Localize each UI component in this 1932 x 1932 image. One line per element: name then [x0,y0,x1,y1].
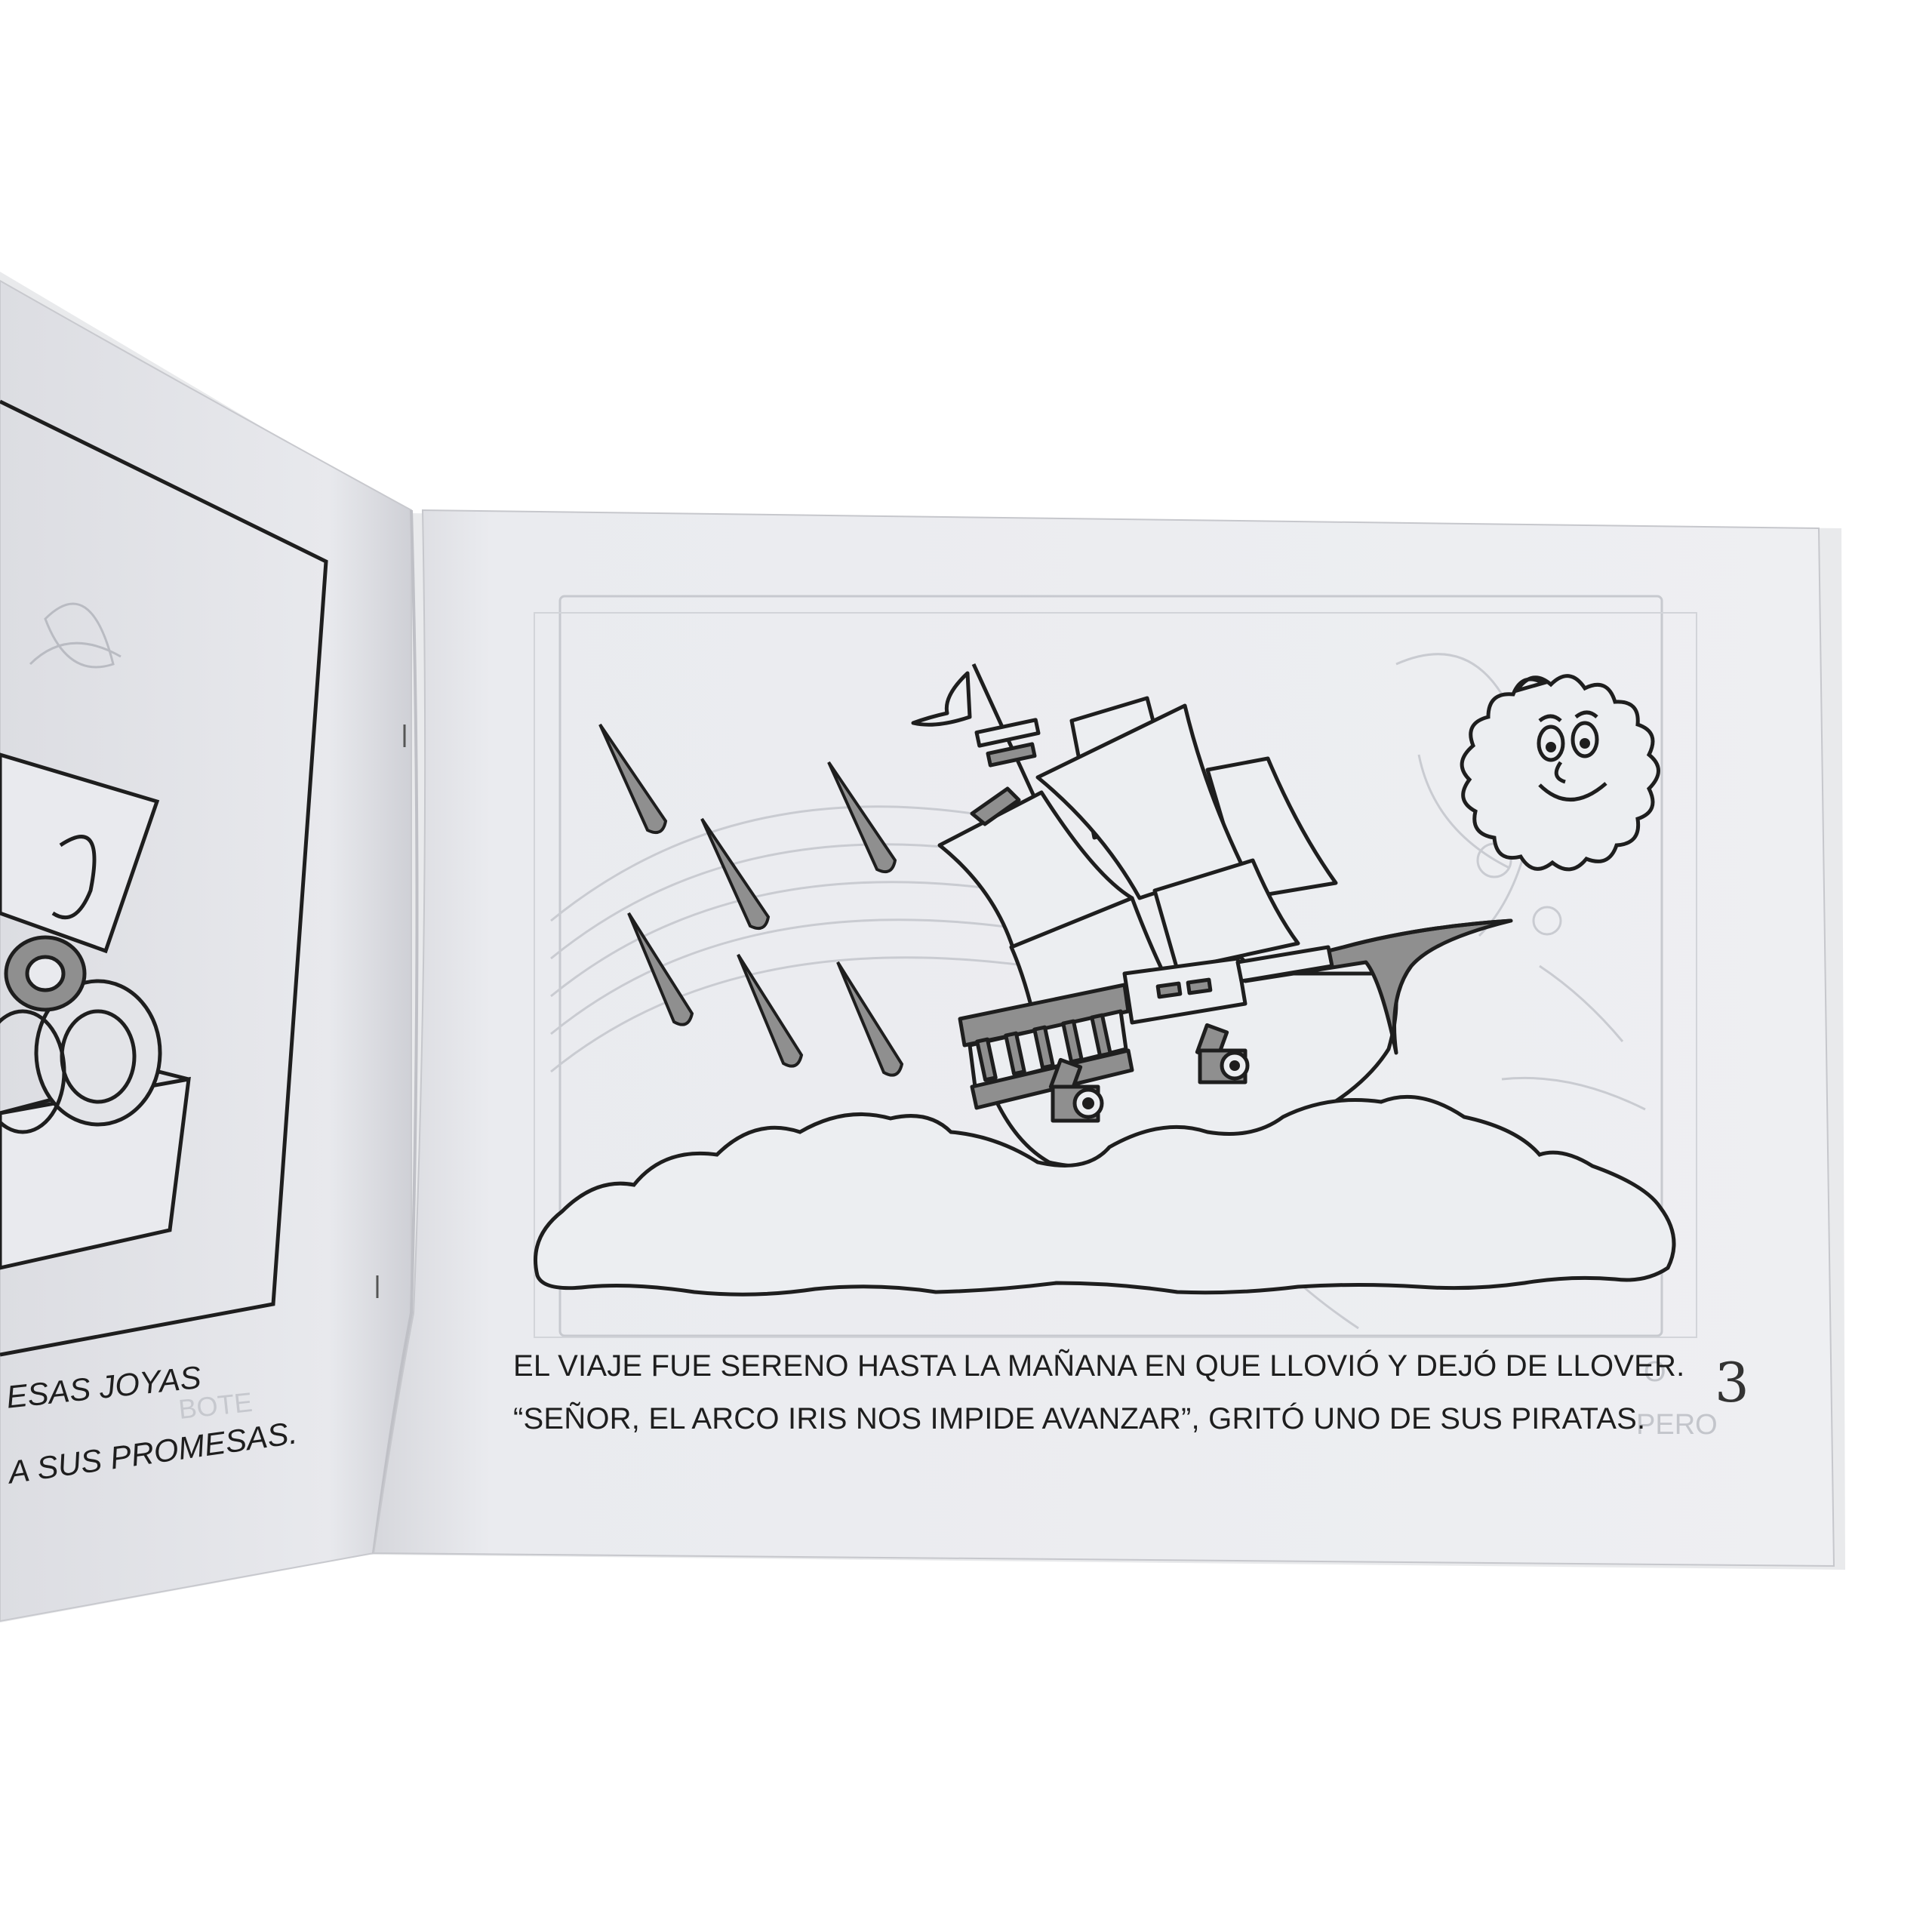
caption-line-1: EL VIAJE FUE SERENO HASTA LA MAÑANA EN Q… [513,1349,1685,1383]
caption-line-2: “SEÑOR, EL ARCO IRIS NOS IMPIDE AVANZAR”… [513,1402,1646,1435]
svg-text:BOTE: BOTE [177,1386,254,1425]
raindrop-icon [598,723,668,834]
sun-face-icon [1460,674,1660,872]
raindrop-icon [827,761,897,873]
raindrop-icon [627,912,694,1026]
page-number: 3 [1715,1351,1749,1414]
cannon-icon [1195,1023,1250,1084]
raindrop-icon [700,817,771,930]
raindrop-icon [836,961,904,1077]
ship-icon [911,663,1513,1170]
illustration-frame [558,595,1663,1337]
book-gutter [372,509,419,1554]
svg-text:O: O [1644,1356,1666,1388]
sea-wave [534,1094,1676,1297]
treasure-chest-icon [0,752,191,1270]
cannon-icon [1048,1057,1104,1123]
svg-text:PERO: PERO [1636,1409,1718,1441]
raindrop-icon [737,953,804,1068]
raindrops [598,723,904,1077]
left-page-frame [0,399,328,1357]
